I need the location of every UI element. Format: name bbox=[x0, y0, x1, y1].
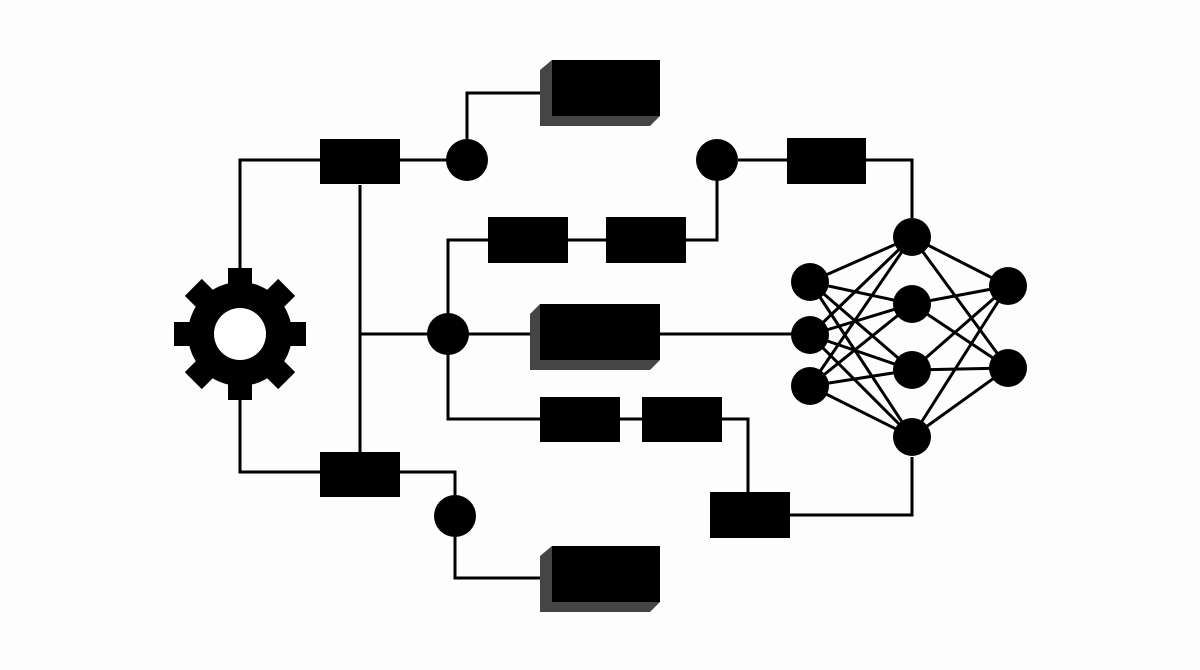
junction-center bbox=[427, 313, 469, 355]
neuron-output-1 bbox=[989, 267, 1027, 305]
wire-bottom-right-block-to-network bbox=[790, 457, 914, 517]
junction-bottom-left bbox=[434, 495, 476, 537]
block-bottom-right bbox=[710, 492, 790, 538]
neuron-input-2 bbox=[791, 316, 829, 354]
neuron-hidden-3 bbox=[893, 351, 931, 389]
junction-upper-right bbox=[696, 139, 738, 181]
neuron-hidden-2 bbox=[893, 285, 931, 323]
neuron-input-1 bbox=[791, 263, 829, 301]
block-upper-right bbox=[787, 138, 866, 184]
shaded-block-bottom bbox=[540, 546, 660, 612]
block-lower-row-2 bbox=[642, 397, 722, 442]
block-top-left bbox=[320, 139, 400, 184]
junction-nodes bbox=[427, 139, 738, 537]
block-bottom-left bbox=[320, 452, 400, 497]
wire-mid-row-to-junction bbox=[686, 180, 719, 242]
junction-top-left bbox=[446, 139, 488, 181]
neuron-input-3 bbox=[791, 367, 829, 405]
wire-junction-to-top-shaded-block bbox=[465, 91, 542, 140]
block-mid-row-1 bbox=[488, 217, 568, 263]
gear-hole bbox=[214, 308, 266, 360]
neuron-output-2 bbox=[989, 349, 1027, 387]
shaded-block-center bbox=[530, 304, 660, 370]
block-mid-row-2 bbox=[606, 217, 686, 263]
gear-icon bbox=[174, 268, 306, 400]
shaded-block-top bbox=[540, 60, 660, 126]
wire-center-junction-up-branch bbox=[446, 238, 488, 314]
wire-center-junction-down-branch bbox=[446, 354, 540, 421]
neural-network-icon bbox=[791, 218, 1027, 456]
neuron-hidden-4 bbox=[893, 418, 931, 456]
wire-lower-row-to-bottom-right-block bbox=[722, 417, 750, 492]
wire-bottom-block-to-junction bbox=[400, 470, 457, 497]
connector-lines bbox=[238, 91, 914, 580]
block-lower-row-1 bbox=[540, 397, 620, 442]
neuron-hidden-1 bbox=[893, 218, 931, 256]
flat-blocks bbox=[320, 138, 866, 538]
wire-upper-right-block-to-network bbox=[866, 158, 914, 218]
wire-gear-to-top-block bbox=[238, 158, 320, 268]
wire-junction-to-bottom-shaded-block bbox=[453, 536, 542, 580]
wire-gear-to-bottom-block bbox=[238, 398, 320, 474]
